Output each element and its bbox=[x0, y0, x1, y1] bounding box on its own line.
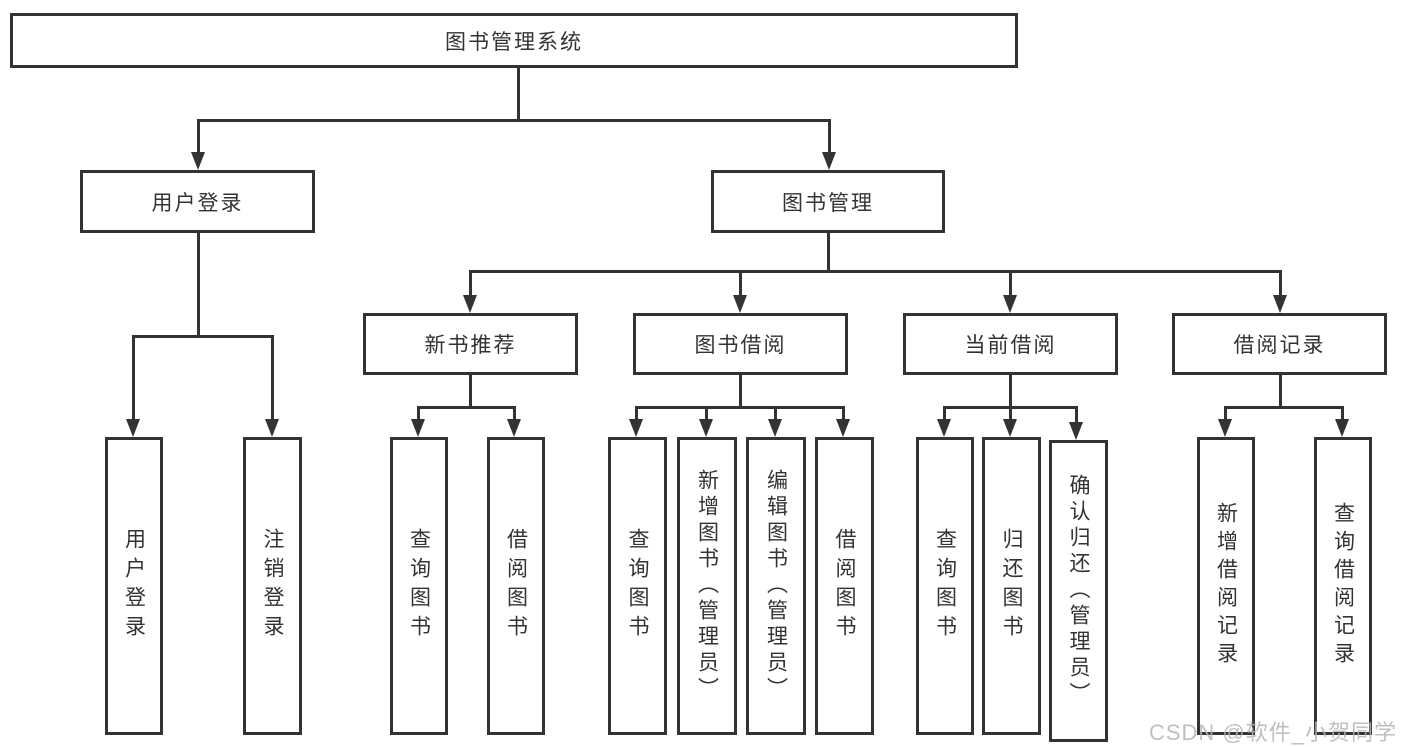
arrowhead-rec-borrow bbox=[507, 419, 521, 437]
node-bb-query-books: 查询图书 bbox=[608, 437, 667, 735]
arrowhead-new-book-rec bbox=[463, 295, 477, 313]
node-borrow-records: 借阅记录 bbox=[1172, 313, 1387, 375]
connector-drop-bb-query bbox=[635, 406, 638, 423]
node-leaf-logout: 注销登录 bbox=[243, 437, 302, 735]
arrowhead-bb-query bbox=[629, 419, 643, 437]
connector-borrow-records-crossbar bbox=[1224, 406, 1344, 409]
node-book-mgmt: 图书管理 bbox=[711, 170, 945, 233]
node-user-login: 用户登录 bbox=[80, 170, 315, 233]
connector-drop-bb-edit bbox=[774, 406, 777, 423]
node-br-add-record: 新增借阅记录 bbox=[1197, 437, 1255, 735]
node-rec-query-books: 查询图书 bbox=[390, 437, 448, 735]
arrowhead-br-add bbox=[1218, 419, 1232, 437]
arrowhead-cb-return bbox=[1003, 419, 1017, 437]
node-br-query-record: 查询借阅记录 bbox=[1314, 437, 1372, 735]
connector-drop-rec-query bbox=[417, 406, 420, 423]
arrowhead-current-borrow bbox=[1003, 295, 1017, 313]
node-bb-edit-books: 编辑图书（管理员） bbox=[746, 437, 806, 735]
csdn-watermark: CSDN @软件_小贺同学 bbox=[1148, 720, 1397, 745]
connector-user-login-stem bbox=[197, 233, 200, 337]
connector-drop-book-borrow bbox=[739, 270, 742, 298]
connector-root-stem bbox=[517, 66, 520, 122]
connector-book-mgmt-crossbar bbox=[469, 270, 1282, 273]
node-cb-query-books: 查询图书 bbox=[916, 437, 974, 735]
node-current-borrow: 当前借阅 bbox=[903, 313, 1118, 375]
connector-drop-bb-add bbox=[705, 406, 708, 423]
connector-book-borrow-crossbar bbox=[635, 406, 844, 409]
node-cb-return-books: 归还图书 bbox=[982, 437, 1041, 735]
arrowhead-cb-confirm bbox=[1069, 422, 1083, 440]
arrowhead-leaf-logout bbox=[265, 419, 279, 437]
connector-drop-bb-borrow bbox=[842, 406, 845, 423]
connector-drop-leaf-user-login bbox=[132, 335, 135, 423]
node-new-book-rec: 新书推荐 bbox=[363, 313, 578, 375]
arrowhead-bb-add bbox=[699, 419, 713, 437]
connector-borrow-records-stem bbox=[1279, 375, 1282, 408]
connector-new-book-rec-stem bbox=[469, 375, 472, 408]
connector-new-book-rec-crossbar bbox=[417, 406, 516, 409]
connector-user-login-crossbar bbox=[132, 335, 274, 338]
connector-drop-rec-borrow bbox=[513, 406, 516, 423]
connector-book-borrow-stem bbox=[739, 375, 742, 408]
node-rec-borrow-books: 借阅图书 bbox=[487, 437, 545, 735]
connector-drop-borrow-records bbox=[1279, 270, 1282, 298]
node-root: 图书管理系统 bbox=[10, 13, 1018, 68]
connector-drop-leaf-logout bbox=[271, 335, 274, 423]
connector-drop-book-mgmt bbox=[828, 119, 831, 155]
connector-drop-br-add bbox=[1224, 406, 1227, 423]
connector-drop-cb-confirm bbox=[1075, 406, 1078, 425]
connector-book-mgmt-stem bbox=[827, 233, 830, 273]
node-book-borrow: 图书借阅 bbox=[633, 313, 848, 375]
connector-drop-cb-return bbox=[1009, 406, 1012, 423]
arrowhead-user-login bbox=[191, 152, 205, 170]
node-bb-borrow-books: 借阅图书 bbox=[815, 437, 874, 735]
arrowhead-bb-borrow bbox=[836, 419, 850, 437]
arrowhead-borrow-records bbox=[1273, 295, 1287, 313]
connector-root-crossbar bbox=[197, 119, 831, 122]
connector-drop-br-query bbox=[1341, 406, 1344, 423]
connector-drop-current-borrow bbox=[1009, 270, 1012, 298]
arrowhead-cb-query bbox=[937, 419, 951, 437]
arrowhead-rec-query bbox=[411, 419, 425, 437]
arrowhead-leaf-user-login bbox=[126, 419, 140, 437]
connector-drop-cb-query bbox=[943, 406, 946, 423]
arrowhead-bb-edit bbox=[768, 419, 782, 437]
node-leaf-user-login: 用户登录 bbox=[105, 437, 163, 735]
arrowhead-book-borrow bbox=[733, 295, 747, 313]
connector-drop-new-book-rec bbox=[469, 270, 472, 298]
node-bb-add-books: 新增图书（管理员） bbox=[677, 437, 737, 735]
arrowhead-br-query bbox=[1335, 419, 1349, 437]
connector-current-borrow-stem bbox=[1009, 375, 1012, 408]
connector-drop-user-login bbox=[197, 119, 200, 155]
arrowhead-book-mgmt bbox=[822, 152, 836, 170]
node-cb-confirm-return: 确认归还（管理员） bbox=[1049, 440, 1108, 742]
